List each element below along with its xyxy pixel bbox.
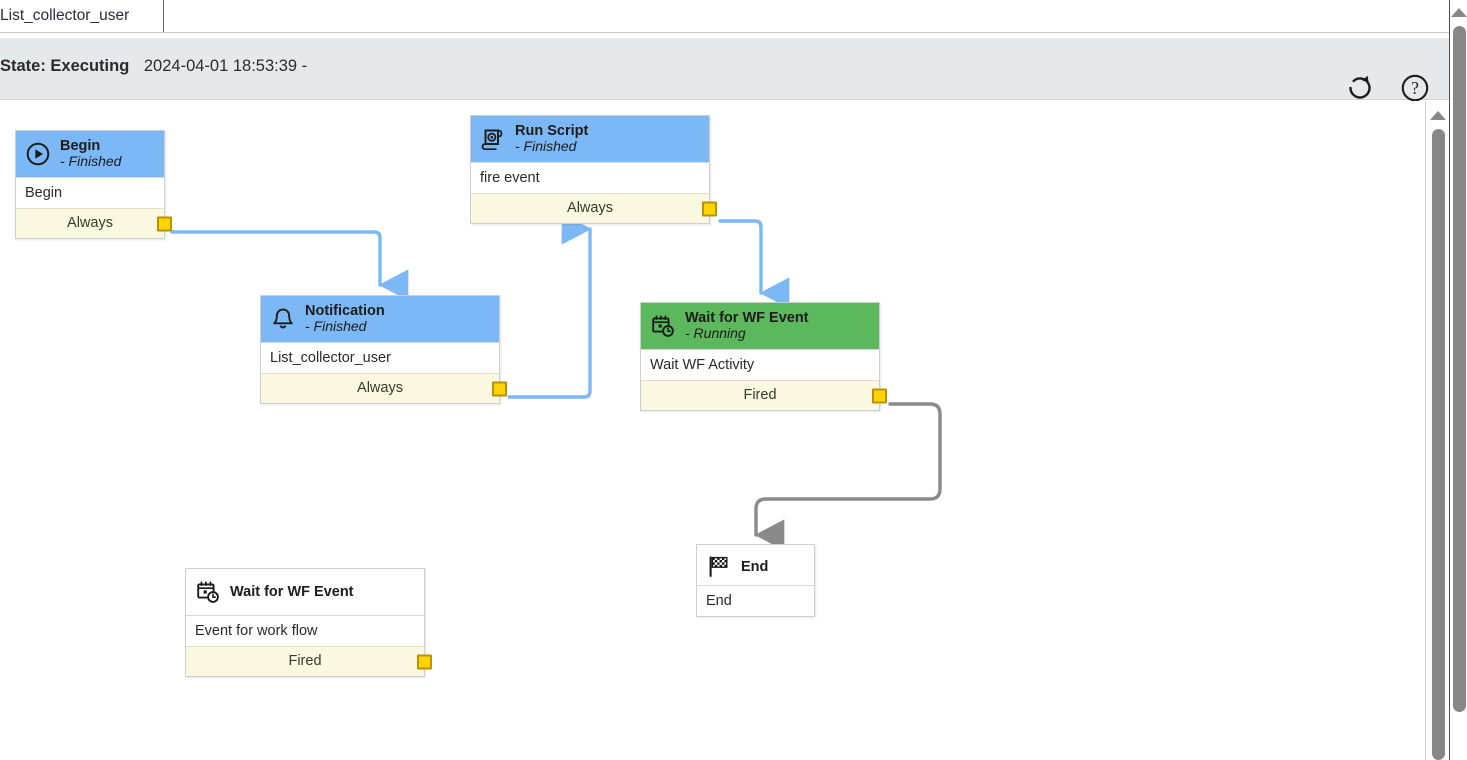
node-wait-for-wf-event-body: Wait WF Activity [641, 349, 879, 380]
node-notification-body: List_collector_user [261, 342, 499, 373]
page-scroll-up-arrow[interactable] [1451, 8, 1467, 17]
node-wait-for-wf-event[interactable]: Wait for WF Event - Running Wait WF Acti… [640, 302, 887, 411]
node-notification-title: Notification [305, 303, 385, 320]
node-begin-header: Begin - Finished [16, 131, 164, 177]
checkered-flag-icon [709, 556, 728, 578]
node-wait-for-wf-event-titlewrap: Wait for WF Event - Running [685, 310, 809, 342]
tab-list-collector-user[interactable]: List_collector_user [0, 0, 164, 32]
canvas-scroll-thumb[interactable] [1432, 129, 1445, 760]
node-wait-for-wf-event-status: - Running [685, 325, 746, 342]
node-notification-header: Notification - Finished [261, 296, 499, 342]
node-wait-for-wf-event-header: Wait for WF Event - Running [641, 303, 879, 349]
node-wait-for-wf-event-unexecuted-header: Wait for WF Event [186, 569, 424, 615]
node-wait-for-wf-event-unexecuted-title: Wait for WF Event [230, 583, 354, 600]
node-run-script-title: Run Script [515, 123, 589, 140]
node-run-script-footer-label: Always [567, 200, 613, 216]
node-notification-status: - Finished [305, 318, 367, 335]
node-wait-for-wf-event-title: Wait for WF Event [685, 310, 809, 327]
node-wait-for-wf-event-port-fired[interactable] [872, 388, 887, 403]
refresh-icon[interactable] [1343, 71, 1377, 105]
canvas-scroll-up-arrow[interactable] [1430, 111, 1446, 120]
calendar-clock-icon [652, 315, 674, 337]
script-scroll-icon [481, 129, 503, 151]
node-begin-titlewrap: Begin - Finished [60, 138, 121, 170]
node-begin-footer[interactable]: Always [16, 208, 172, 238]
node-wait-for-wf-event-unexecuted-footer-label: Fired [288, 653, 322, 669]
node-end-title: End [741, 558, 769, 575]
edge-waitwf-to-end [754, 402, 942, 551]
node-begin-footer-label: Always [67, 215, 113, 231]
state-label: State: Executing [0, 57, 130, 75]
node-begin-port-always[interactable] [157, 216, 172, 231]
bell-icon [273, 308, 293, 329]
calendar-clock-icon [197, 581, 219, 603]
node-notification-footer[interactable]: Always [261, 373, 507, 403]
tab-strip: List_collector_user [0, 0, 1467, 33]
node-notification-footer-label: Always [357, 380, 403, 396]
tab-label: List_collector_user [0, 7, 130, 24]
node-run-script[interactable]: Run Script - Finished fire event Always [470, 115, 717, 224]
node-begin-title: Begin [60, 138, 101, 155]
node-end-body: End [697, 585, 814, 616]
state-timestamp: 2024-04-01 18:53:39 - [143, 57, 308, 75]
node-notification-titlewrap: Notification - Finished [305, 303, 385, 335]
node-notification-port-always[interactable] [492, 381, 507, 396]
node-wait-for-wf-event-footer[interactable]: Fired [641, 380, 887, 410]
node-begin-status: - Finished [60, 153, 122, 170]
node-end[interactable]: End End [696, 544, 815, 617]
node-wait-for-wf-event-unexecuted-titlewrap: Wait for WF Event [230, 584, 354, 600]
node-wait-for-wf-event-unexecuted-port-fired[interactable] [417, 654, 432, 669]
edge-runscript-to-waitwf [718, 219, 790, 309]
page-scroll-thumb[interactable] [1453, 26, 1466, 712]
node-begin-body: Begin [16, 177, 164, 208]
node-run-script-port-always[interactable] [702, 201, 717, 216]
help-icon[interactable]: ? [1398, 71, 1432, 105]
node-wait-for-wf-event-unexecuted[interactable]: Wait for WF Event Event for work flow Fi… [185, 568, 432, 677]
state-header-bar: State: Executing 2024-04-01 18:53:39 - ? [0, 38, 1449, 102]
node-run-script-body: fire event [471, 162, 709, 193]
page-scrollbar[interactable] [1449, 0, 1467, 760]
node-wait-for-wf-event-unexecuted-body: Event for work flow [186, 615, 424, 646]
node-begin[interactable]: Begin - Finished Begin Always [15, 130, 172, 239]
state-text: State: Executing 2024-04-01 18:53:39 - [0, 57, 307, 76]
node-end-header: End [697, 545, 814, 585]
node-run-script-status: - Finished [515, 138, 577, 155]
play-circle-icon [26, 142, 50, 166]
node-wait-for-wf-event-footer-label: Fired [743, 387, 777, 403]
canvas-scrollbar[interactable] [1425, 101, 1450, 760]
svg-text:?: ? [1411, 78, 1419, 98]
edge-notification-to-runscript [507, 213, 592, 399]
node-run-script-titlewrap: Run Script - Finished [515, 123, 588, 155]
node-run-script-header: Run Script - Finished [471, 116, 709, 162]
node-notification[interactable]: Notification - Finished List_collector_u… [260, 295, 507, 404]
node-run-script-footer[interactable]: Always [471, 193, 717, 223]
edge-begin-to-notification [170, 230, 409, 301]
node-end-titlewrap: End [741, 559, 768, 575]
workflow-canvas[interactable]: Begin - Finished Begin Always [0, 101, 1425, 760]
node-wait-for-wf-event-unexecuted-footer[interactable]: Fired [186, 646, 432, 676]
